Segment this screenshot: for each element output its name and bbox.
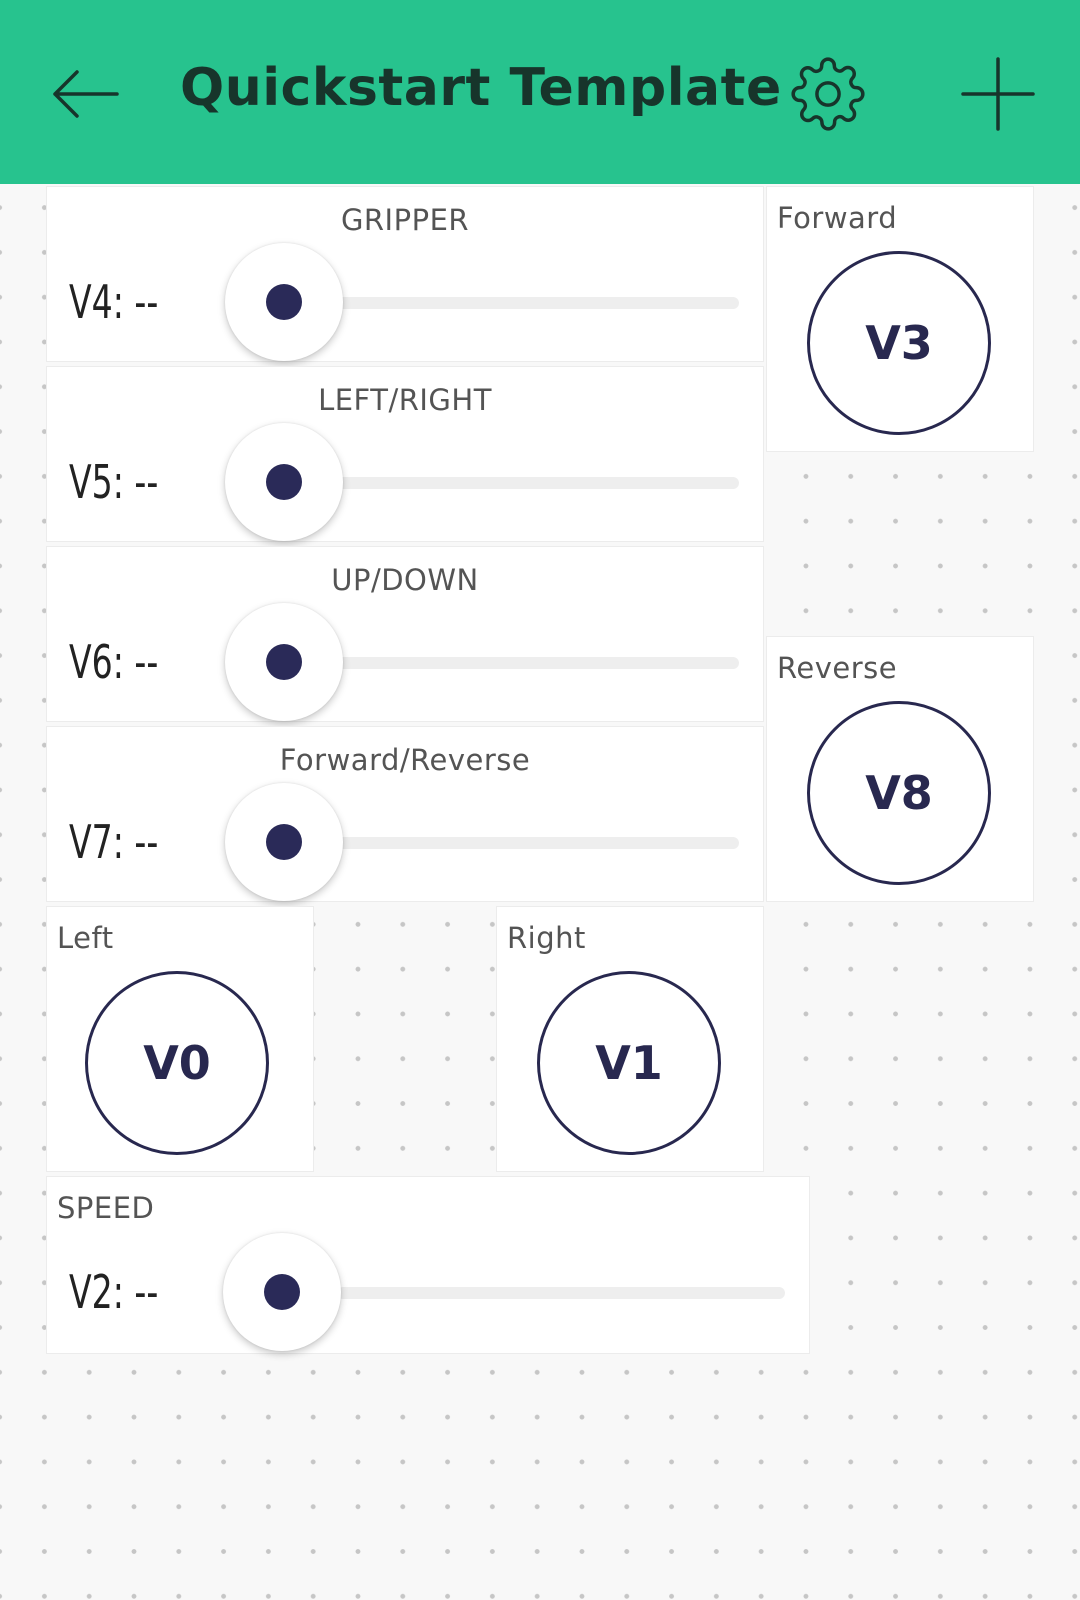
slider-track[interactable] — [337, 1287, 785, 1299]
slider-handle[interactable] — [225, 603, 343, 721]
forward-button[interactable]: V3 — [807, 251, 991, 435]
plus-icon — [961, 57, 1035, 131]
slider-widget-speed: SPEED V2: -- — [46, 1176, 810, 1354]
arrow-left-icon — [53, 70, 119, 118]
add-widget-button[interactable] — [950, 46, 1046, 142]
slider-widget-forward-reverse: Forward/Reverse V7: -- — [46, 726, 764, 902]
button-widget-forward: Forward V3 — [766, 186, 1034, 452]
slider-widget-up-down: UP/DOWN V6: -- — [46, 546, 764, 722]
settings-button[interactable] — [780, 46, 876, 142]
button-label: Reverse — [777, 651, 898, 685]
slider-label: LEFT/RIGHT — [318, 383, 492, 417]
slider-value: V6: -- — [69, 635, 159, 689]
button-pin-label: V8 — [865, 766, 933, 820]
slider-handle[interactable] — [225, 423, 343, 541]
slider-track[interactable] — [337, 477, 739, 489]
slider-label: UP/DOWN — [331, 563, 479, 597]
slider-widget-gripper: GRIPPER V4: -- — [46, 186, 764, 362]
button-pin-label: V3 — [865, 316, 933, 370]
slider-handle-dot — [266, 824, 302, 860]
button-label: Right — [507, 921, 586, 955]
back-button[interactable] — [40, 48, 132, 140]
slider-value: V5: -- — [69, 455, 159, 509]
slider-track[interactable] — [337, 297, 739, 309]
slider-label: SPEED — [57, 1191, 155, 1225]
button-widget-left: Left V0 — [46, 906, 314, 1172]
slider-handle-dot — [266, 644, 302, 680]
slider-value: V2: -- — [69, 1265, 159, 1319]
right-button[interactable]: V1 — [537, 971, 721, 1155]
reverse-button[interactable]: V8 — [807, 701, 991, 885]
slider-handle[interactable] — [225, 243, 343, 361]
slider-value: V4: -- — [69, 275, 159, 329]
gear-icon — [791, 57, 865, 131]
button-widget-reverse: Reverse V8 — [766, 636, 1034, 902]
slider-value: V7: -- — [69, 815, 159, 869]
slider-handle-dot — [264, 1274, 300, 1310]
button-widget-right: Right V1 — [496, 906, 764, 1172]
button-label: Left — [57, 921, 114, 955]
slider-handle[interactable] — [223, 1233, 341, 1351]
button-pin-label: V0 — [143, 1036, 211, 1090]
slider-handle-dot — [266, 284, 302, 320]
slider-widget-left-right: LEFT/RIGHT V5: -- — [46, 366, 764, 542]
left-button[interactable]: V0 — [85, 971, 269, 1155]
button-label: Forward — [777, 201, 898, 235]
slider-label: Forward/Reverse — [279, 743, 531, 777]
slider-track[interactable] — [337, 837, 739, 849]
slider-handle[interactable] — [225, 783, 343, 901]
app-header: Quickstart Template — [0, 0, 1080, 184]
slider-label: GRIPPER — [340, 203, 470, 237]
page-title: Quickstart Template — [180, 58, 782, 118]
slider-handle-dot — [266, 464, 302, 500]
slider-track[interactable] — [337, 657, 739, 669]
button-pin-label: V1 — [595, 1036, 663, 1090]
